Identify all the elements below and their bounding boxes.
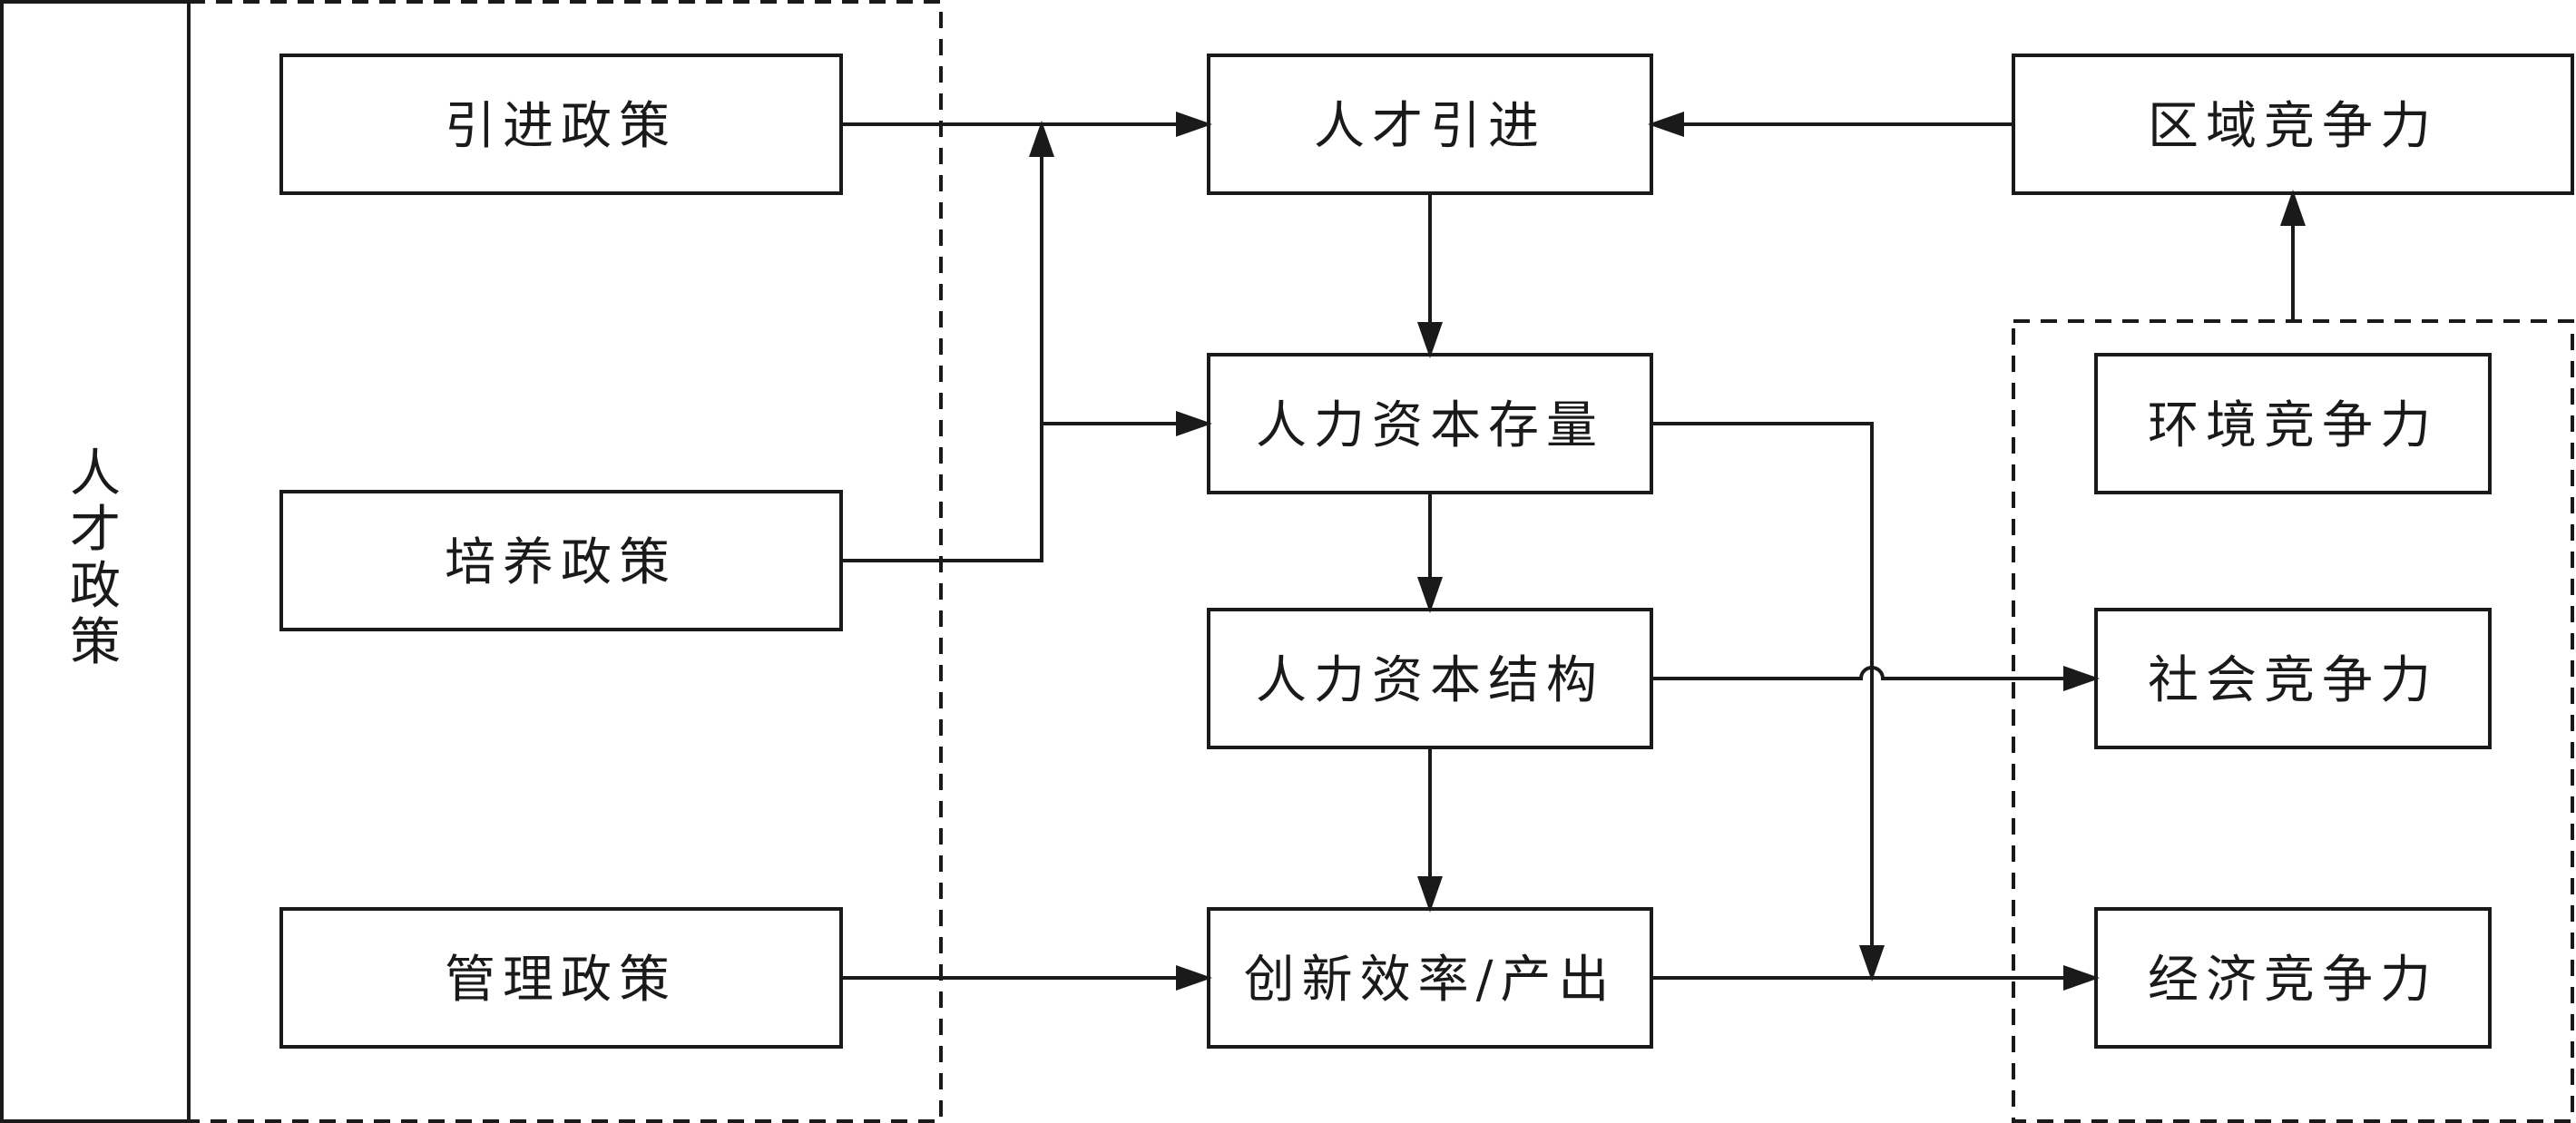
social-competitiveness-label: 社会竞争力 [2148, 651, 2438, 710]
sidebar-label: 人才政策 [70, 444, 121, 672]
economic-competitiveness-label: 经济竞争力 [2148, 951, 2438, 1010]
node-talent-introduction: 人才引进 [1207, 54, 1653, 195]
node-environment-competitiveness: 环境竞争力 [2094, 353, 2492, 494]
environment-competitiveness-label: 环境竞争力 [2148, 396, 2438, 455]
node-capital-structure: 人力资本结构 [1207, 608, 1653, 749]
node-social-competitiveness: 社会竞争力 [2094, 608, 2492, 749]
capital-structure-label: 人力资本结构 [1256, 651, 1604, 710]
sidebar-label-char: 政 [70, 557, 121, 616]
edge-structure-to-social [1651, 666, 2100, 691]
policy-box-management: 管理政策 [279, 907, 843, 1049]
policy-introduction-label: 引进政策 [445, 97, 677, 156]
sidebar-box [0, 0, 191, 1123]
innovation-output-label: 创新效率/产出 [1244, 951, 1617, 1010]
node-capital-stock: 人力资本存量 [1207, 353, 1653, 494]
policy-box-introduction: 引进政策 [279, 54, 843, 195]
edge-stock-to-economic-line [1651, 422, 1885, 981]
sidebar-label-char: 策 [70, 613, 121, 672]
policy-box-training: 培养政策 [279, 490, 843, 631]
sidebar-label-char: 人 [70, 444, 121, 503]
node-innovation-output: 创新效率/产出 [1207, 907, 1653, 1049]
capital-stock-label: 人力资本存量 [1256, 396, 1604, 455]
talent-introduction-label: 人才引进 [1314, 97, 1546, 156]
node-regional-competitiveness: 区域竞争力 [2012, 54, 2574, 195]
regional-competitiveness-label: 区域竞争力 [2148, 97, 2438, 156]
sidebar-label-char: 才 [70, 501, 121, 560]
node-economic-competitiveness: 经济竞争力 [2094, 907, 2492, 1049]
edge-training-policy-trunk [841, 424, 1043, 562]
policy-management-label: 管理政策 [445, 951, 677, 1010]
policy-training-label: 培养政策 [445, 533, 677, 592]
